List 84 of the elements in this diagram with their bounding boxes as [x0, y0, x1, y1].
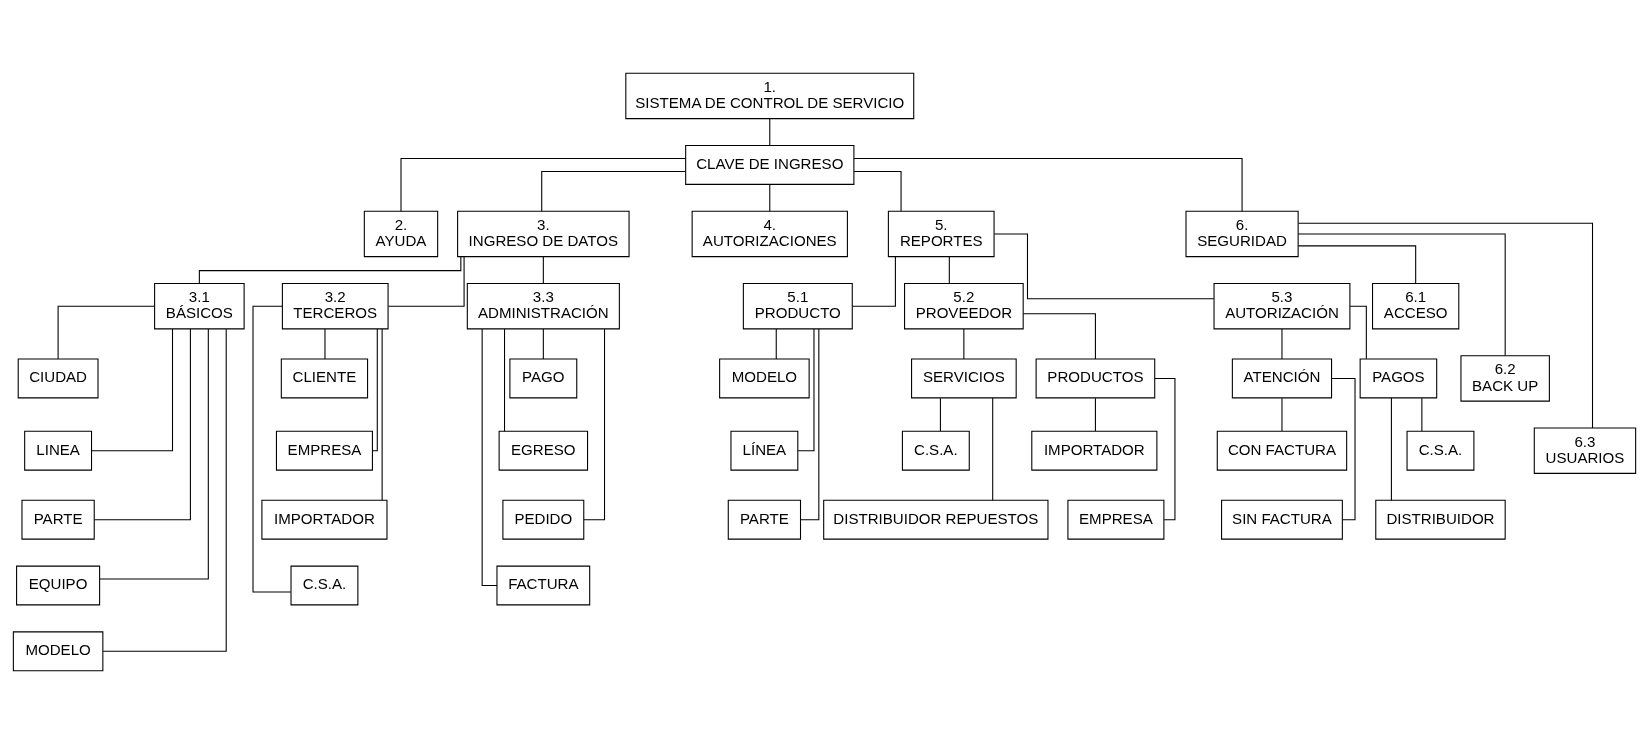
node-box: IMPORTADOR [1031, 430, 1158, 471]
connector [1297, 222, 1594, 429]
connector [93, 328, 191, 521]
node-box: 3.1 BÁSICOS [154, 283, 245, 330]
connector [252, 305, 292, 593]
connector [992, 397, 994, 501]
node-box: 3.3 ADMINISTRACIÓN [466, 283, 620, 330]
node-box: 4. AUTORIZACIONES [691, 210, 848, 258]
connector [91, 328, 174, 452]
connector [542, 328, 544, 360]
node-box: CON FACTURA [1216, 430, 1348, 471]
connector [381, 328, 383, 501]
connector [1022, 313, 1096, 360]
node-box: SERVICIOS [911, 358, 1017, 399]
node-box: EGRESO [498, 430, 589, 471]
connector [939, 397, 941, 432]
node-box: 5.3 AUTORIZACIÓN [1213, 283, 1351, 330]
connector [775, 328, 777, 360]
node-box: 6.3 USUARIOS [1533, 427, 1637, 474]
connector [853, 170, 902, 212]
connector [769, 184, 771, 212]
connector [542, 256, 544, 284]
node-box: 6. SEGURIDAD [1185, 210, 1299, 258]
connector [387, 256, 465, 307]
node-box: CIUDAD [17, 358, 99, 399]
node-box: MODELO [719, 358, 810, 399]
connector [99, 328, 209, 580]
node-box: 5.1 PRODUCTO [742, 283, 853, 330]
node-box: EQUIPO [16, 565, 101, 606]
node-box: DISTRIBUIDOR [1375, 499, 1506, 540]
connector [541, 170, 687, 212]
connector [769, 118, 771, 147]
connector [797, 328, 815, 452]
connector [963, 328, 965, 360]
node-box: LÍNEA [730, 430, 799, 471]
node-box: 5. REPORTES [887, 210, 995, 258]
connector [1281, 397, 1283, 432]
node-box: 5.2 PROVEEDOR [904, 283, 1024, 330]
connector [1281, 328, 1283, 360]
connector [57, 305, 155, 360]
node-box: 3.2 TERCEROS [281, 283, 389, 330]
connector [1421, 397, 1423, 432]
connector [1297, 233, 1506, 357]
connector [948, 256, 950, 284]
connector [481, 328, 498, 587]
node-box: C.S.A. [290, 565, 359, 606]
node-box: PEDIDO [502, 499, 585, 540]
node-box: C.S.A. [1406, 430, 1475, 471]
connector [198, 256, 462, 285]
node-box: SIN FACTURA [1221, 499, 1343, 540]
connector [1297, 245, 1417, 284]
connector [853, 157, 1243, 212]
node-box: MODELO [12, 631, 104, 672]
connector [1331, 377, 1356, 521]
node-box: 6.2 BACK UP [1460, 355, 1550, 402]
node-box: LINEA [24, 430, 93, 471]
connector [324, 328, 326, 360]
node-box: PRODUCTOS [1035, 358, 1156, 399]
node-box: PARTE [727, 499, 802, 540]
node-box: C.S.A. [901, 430, 970, 471]
node-box: ATENCIÓN [1231, 358, 1333, 399]
connector [1094, 397, 1096, 432]
node-box: CLIENTE [280, 358, 369, 399]
node-box: PAGOS [1359, 358, 1438, 399]
node-box: 6.1 ACCESO [1372, 283, 1460, 330]
node-box: 1. SISTEMA DE CONTROL DE SERVICIO [625, 72, 915, 120]
connector [503, 328, 506, 432]
node-box: FACTURA [496, 565, 591, 606]
connector [851, 256, 896, 307]
node-box: PARTE [21, 499, 95, 540]
node-box: 3. INGRESO DE DATOS [457, 210, 630, 258]
connector [372, 328, 378, 452]
node-box: IMPORTADOR [261, 499, 388, 540]
connector [993, 233, 1215, 300]
node-box: PAGO [509, 358, 578, 399]
connector [1390, 397, 1392, 501]
connector [102, 328, 227, 652]
node-box: 2. AYUDA [363, 210, 439, 258]
connector [400, 157, 687, 212]
node-box: EMPRESA [275, 430, 373, 471]
node-box: DISTRIBUIDOR REPUESTOS [823, 499, 1049, 540]
connector [1349, 305, 1367, 360]
node-box: EMPRESA [1067, 499, 1165, 540]
node-box: CLAVE DE INGRESO [685, 145, 855, 185]
